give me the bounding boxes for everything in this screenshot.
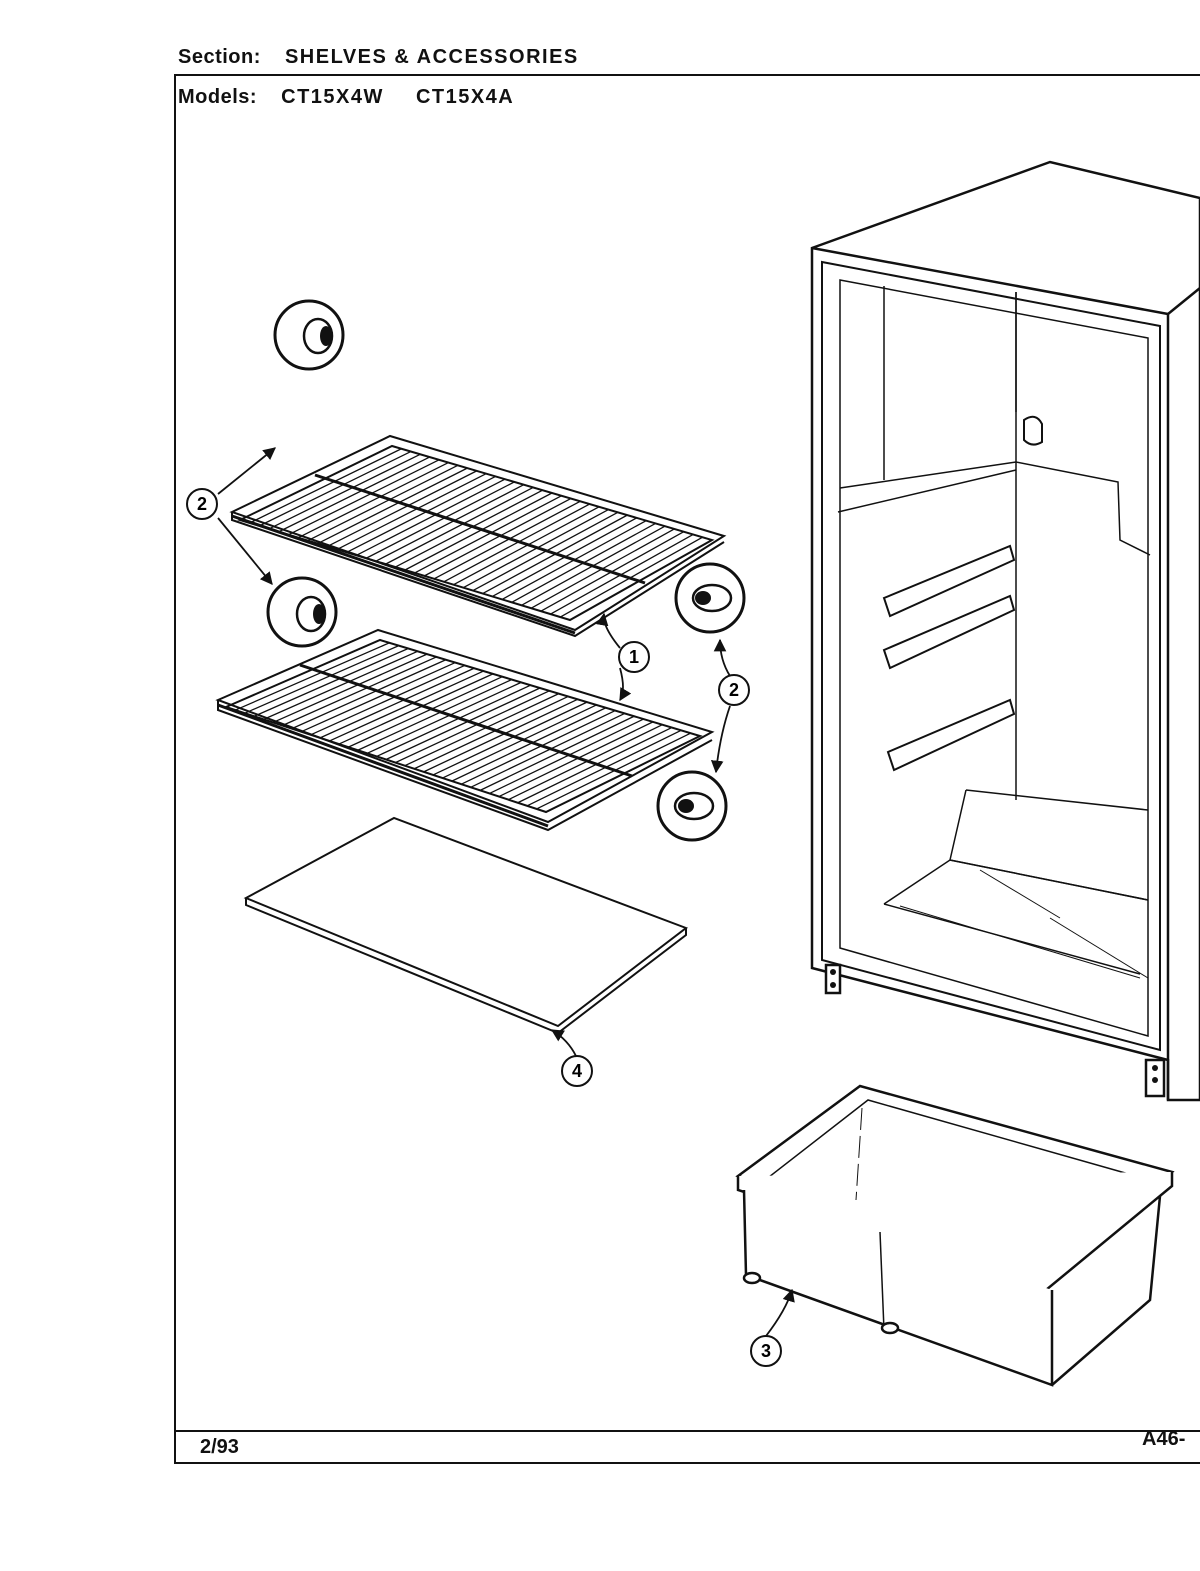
- shelf-wire: [451, 707, 607, 782]
- callout-number: 2: [729, 680, 739, 700]
- shelf-support-detail-icon: [266, 576, 338, 648]
- crisper-drawer: [735, 1084, 1175, 1387]
- shelf-wire: [404, 693, 560, 767]
- lower-wire-shelf: [215, 628, 715, 832]
- callout-marker: 1: [618, 641, 650, 673]
- shelf-wire: [365, 481, 515, 559]
- refrigerator-cabinet: [810, 160, 1200, 1102]
- shelf-wire: [508, 724, 663, 801]
- shelf-wire: [348, 676, 503, 748]
- callout-leaders: [217, 447, 795, 1337]
- shelf-wire: [307, 464, 459, 542]
- section-value: SHELVES & ACCESSORIES: [284, 46, 579, 68]
- callout-number: 1: [629, 647, 639, 667]
- upper-wire-shelf: [229, 434, 727, 638]
- section-label: Section:: [178, 46, 261, 68]
- shelf-wire: [235, 642, 390, 711]
- shelf-wire: [336, 473, 487, 550]
- shelf-wire: [375, 484, 525, 562]
- shelf-wire: [413, 695, 569, 770]
- footer-rule: [174, 1430, 1200, 1432]
- shelf-wire: [432, 701, 588, 776]
- shelf-wire: [498, 721, 654, 798]
- shelf-wire: [385, 687, 541, 761]
- shelf-wire: [443, 503, 590, 583]
- shelf-support-detail-icon: [656, 770, 728, 842]
- shelf-wire: [268, 453, 421, 530]
- callout-marker: 3: [750, 1335, 782, 1367]
- shelf-wire: [297, 462, 449, 539]
- shelf-wire: [470, 712, 625, 788]
- shelf-wire: [278, 456, 430, 533]
- shelf-support-detail-icon: [273, 299, 345, 371]
- shelf-wire: [244, 645, 400, 714]
- shelf-wire: [327, 470, 477, 548]
- shelf-wire: [319, 667, 475, 739]
- glass-shelf: [243, 816, 689, 1035]
- shelf-wire: [489, 718, 644, 795]
- models-label: Models:: [178, 86, 258, 108]
- shelf-wire: [404, 492, 553, 571]
- model-number: CT15X4W: [281, 86, 384, 108]
- callout-marker: 2: [718, 674, 750, 706]
- shelf-wire: [259, 450, 412, 527]
- section-line: Section: SHELVES & ACCESSORIES: [178, 46, 605, 69]
- shelf-wire: [423, 698, 578, 773]
- shelf-wire: [329, 670, 484, 742]
- shelf-wire: [479, 715, 635, 791]
- footer-code: A46-: [1142, 1428, 1186, 1450]
- shelf-wire: [310, 664, 465, 736]
- shelf-wire: [357, 678, 513, 751]
- shelf-wire: [424, 497, 572, 577]
- shelf-wire: [263, 650, 418, 720]
- shelf-wire: [385, 486, 534, 565]
- shelf-wire: [288, 459, 440, 536]
- callout-marker: 2: [186, 488, 218, 520]
- shelf-wire: [253, 647, 409, 717]
- shelf-wire: [433, 500, 581, 580]
- shelf-wire: [461, 710, 616, 785]
- shelf-wire: [414, 495, 562, 574]
- shelf-wire: [395, 690, 550, 764]
- models-line: Models: CT15X4W CT15X4A: [178, 86, 540, 109]
- shelf-wire: [317, 467, 468, 545]
- shelf-wire: [338, 673, 494, 745]
- shelf-wire: [291, 659, 447, 730]
- shelf-wire: [376, 684, 531, 758]
- shelf-support-detail-icon: [674, 562, 746, 634]
- callout-number: 2: [197, 494, 207, 514]
- shelf-wire: [453, 506, 600, 586]
- shelf-wire: [356, 478, 506, 556]
- callout-marker: 4: [561, 1055, 593, 1087]
- callout-number: 3: [761, 1341, 771, 1361]
- shelf-wire: [442, 704, 597, 779]
- shelf-wire: [301, 661, 456, 733]
- shelf-wire: [346, 475, 496, 553]
- shelf-wire: [272, 653, 428, 724]
- shelf-wire: [394, 489, 543, 568]
- shelf-wire: [282, 656, 437, 727]
- model-number: CT15X4A: [415, 86, 515, 108]
- callout-number: 4: [572, 1061, 582, 1081]
- footer-date: 2/93: [200, 1436, 239, 1458]
- shelf-wire: [249, 448, 402, 524]
- shelf-wire: [366, 681, 522, 754]
- diagram-frame: [174, 74, 1200, 1464]
